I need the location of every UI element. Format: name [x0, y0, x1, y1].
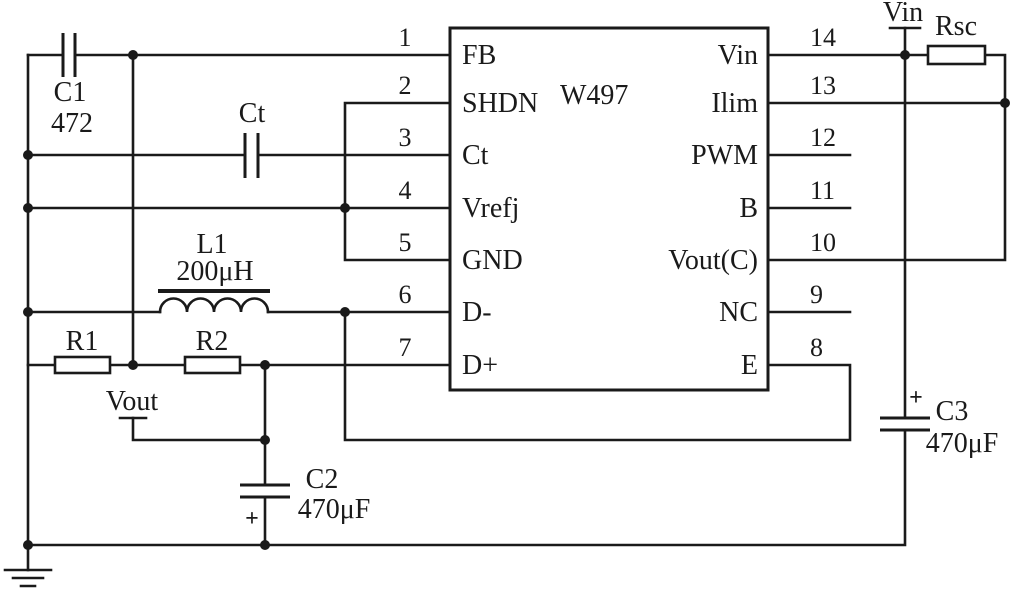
pin-2-number: 2 [399, 71, 412, 100]
wire-bottom-rail [26, 428, 907, 547]
pin-3-number: 3 [399, 123, 412, 152]
pin-13-number: 13 [810, 71, 836, 100]
wire-shdn-gnd [343, 101, 452, 262]
pin-4-label: Vrefj [462, 193, 519, 224]
l1-coil [158, 297, 270, 314]
c3-name: C3 [936, 396, 969, 427]
junction-dot [340, 203, 350, 213]
capacitor-c2-icon [240, 483, 290, 499]
junction-dot [900, 50, 910, 60]
junction-dot [23, 307, 33, 317]
pin-7-label: D+ [462, 350, 498, 381]
junction-dot [260, 435, 270, 445]
ground-icon [3, 543, 53, 588]
pin-13-label: Ilim [711, 88, 758, 119]
junction-dot [23, 150, 33, 160]
junction-dot [23, 540, 33, 550]
resistor-rsc-icon [926, 44, 987, 66]
rsc-name: Rsc [935, 11, 977, 42]
junction-dot [128, 360, 138, 370]
capacitor-ct-icon [243, 133, 260, 178]
pin-12-number: 12 [810, 123, 836, 152]
capacitor-c3-icon [880, 416, 930, 432]
pin-7-number: 7 [399, 333, 412, 362]
pin-3-label: Ct [462, 140, 489, 171]
ct-name: Ct [239, 98, 266, 129]
wires [26, 26, 1007, 547]
pin-9-label: NC [719, 297, 758, 328]
c1-name: C1 [54, 77, 87, 108]
junction-dot [23, 203, 33, 213]
wire-rsc-return [766, 53, 1007, 262]
c3-polarity: + [909, 385, 923, 411]
pin-1-number: 1 [399, 23, 412, 52]
pin-8-label: E [741, 350, 758, 381]
c2-name: C2 [306, 464, 339, 495]
junction-dot [128, 50, 138, 60]
pin-10-label: Vout(C) [668, 245, 758, 276]
pin-12-label: PWM [691, 140, 758, 171]
c1-value: 472 [51, 108, 93, 139]
pin-14-number: 14 [810, 23, 836, 52]
junction-dot [340, 307, 350, 317]
junction-dot [260, 540, 270, 550]
vout-terminal-label: Vout [106, 386, 159, 417]
c3-value: 470μF [926, 428, 999, 459]
pin-5-label: GND [462, 245, 523, 276]
pin-4-number: 4 [399, 176, 412, 205]
r1-name: R1 [66, 326, 99, 357]
ic-w497-body [448, 26, 770, 392]
pin-9-number: 9 [810, 280, 823, 309]
pin-2-label: SHDN [462, 88, 538, 119]
c2-value: 470μF [298, 494, 371, 525]
capacitor-c1-icon [61, 33, 77, 77]
r2-name: R2 [196, 326, 229, 357]
l1-name: L1 [196, 229, 227, 260]
wire-e-loop [343, 310, 852, 442]
wire-vout-terminal [131, 416, 267, 442]
pin-6-label: D- [462, 297, 492, 328]
junction-dots [23, 50, 1010, 550]
resistor-r1-icon [53, 355, 112, 375]
pin-11-number: 11 [810, 176, 835, 205]
pin-6-number: 6 [399, 280, 412, 309]
pin-10-number: 10 [810, 228, 836, 257]
pin-1-label: FB [462, 40, 496, 71]
junction-dot [260, 360, 270, 370]
pin-8-number: 8 [810, 333, 823, 362]
ic-name: W497 [560, 80, 628, 111]
vin-terminal-label: Vin [883, 0, 923, 28]
resistor-r2-icon [183, 355, 242, 375]
l1-value: 200μH [176, 256, 253, 287]
junction-dot [1000, 98, 1010, 108]
inductor-l1-icon [158, 289, 270, 314]
pin-14-label: Vin [718, 40, 758, 71]
c2-polarity: + [245, 506, 259, 532]
pin-11-label: B [739, 193, 758, 224]
pin-5-number: 5 [399, 228, 412, 257]
